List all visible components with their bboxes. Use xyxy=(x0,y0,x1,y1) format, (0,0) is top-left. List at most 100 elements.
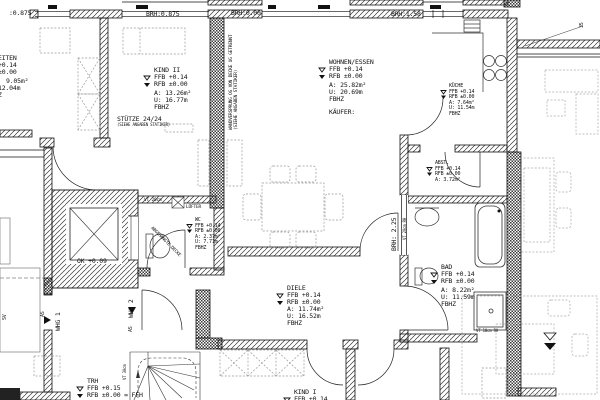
window-label-brh158: BRH:1.58 xyxy=(391,10,421,18)
room-heating: FBHZ xyxy=(329,95,344,103)
room-area: A: 2.37m² xyxy=(195,233,221,240)
room-ffb: FFB +0.14 xyxy=(287,291,321,299)
room-label-wc: WC FFB +0.14 RFB ±0.00 A: 2.37m² U: 7.71… xyxy=(186,217,221,251)
room-ffb: FFB +0.14 xyxy=(329,65,363,73)
room-heating: FBHZ xyxy=(449,110,461,117)
room-area: A: 3.72m² xyxy=(435,176,461,183)
rfb-row: RFB ±0.00 xyxy=(426,171,461,178)
ffb-marker-icon xyxy=(283,397,291,400)
room-name: ABST. xyxy=(435,160,450,166)
window-label-brh000: BRH:0.00 xyxy=(231,9,261,17)
ffb-marker-cell xyxy=(430,272,441,278)
ffb-marker-icon xyxy=(426,166,433,172)
room-name: TRH xyxy=(87,377,99,385)
room-ffb: +0.14 xyxy=(0,61,17,69)
room-perimeter: U: 16.77m xyxy=(154,96,188,104)
kitchen-counter xyxy=(432,19,484,92)
ffb-row: FFB +0.14 xyxy=(143,74,191,81)
ffb-marker-icon xyxy=(430,272,438,278)
room-label-kind2: KIND II FFB +0.14 RFB ±0.00 A: 13.26m² U… xyxy=(143,67,191,111)
room-area: A: 11.74m² xyxy=(287,305,325,313)
rfb-row: RFB ±0.00 xyxy=(143,81,191,88)
ffb-marker-icon xyxy=(276,293,284,299)
room-name: WOHNEN/ESSEN xyxy=(329,58,374,66)
room-ffb: FFB +0.14 xyxy=(441,270,475,278)
ffb-marker-cell xyxy=(186,223,195,229)
terrace-rfb-marker xyxy=(544,343,556,350)
room-name: BAD xyxy=(441,263,453,271)
room-ffb: FFB +0.14 xyxy=(435,165,461,172)
rfb-row: RFB ±0.00 xyxy=(318,73,374,80)
stair-core-corner xyxy=(0,388,20,400)
note-luefter: LÜFTER xyxy=(186,205,202,210)
room-heating: FBHZ xyxy=(441,300,456,308)
whg2-entry-marker xyxy=(128,307,136,314)
room-area: A: 13.26m² xyxy=(154,89,192,97)
terrace-furniture-dashed xyxy=(461,69,599,395)
bath-toilet xyxy=(414,267,439,286)
room-name: WC xyxy=(195,217,201,223)
room-area: A: 7.64m² xyxy=(449,99,475,106)
room-rfb: RFB ±0.00 xyxy=(441,277,475,285)
room-perimeter: U: 11.54m xyxy=(449,105,475,111)
terrace-ffb-marker xyxy=(543,332,557,341)
note-wandversprung: WANDVERSPRUNG OG VON DECKE UG GETRENNT (… xyxy=(229,35,239,130)
rfb-marker-icon xyxy=(77,393,83,398)
ffb-row: FFB +0.14 xyxy=(440,89,474,96)
whg1-entry-marker xyxy=(44,316,51,324)
ffb-row: FFB +0.14 xyxy=(276,292,324,299)
elevator xyxy=(51,189,139,289)
note-stuetze: STÜTZE 24/24 (SIEHE ANGABEN STATIKER) xyxy=(117,116,170,128)
note-stuetze-sub: (SIEHE ANGABEN STATIKER) xyxy=(117,122,170,127)
ffb-row: FFB +0.14 xyxy=(318,66,374,73)
room-name: KIND I xyxy=(294,388,317,396)
rfb-marker-icon xyxy=(427,172,432,177)
note-whg2: WHG 2 xyxy=(127,299,135,318)
room-rfb: RFB ±0.00 xyxy=(435,171,461,177)
rfb-row: RFB ±0.00 = FFH xyxy=(76,392,143,399)
room-label-kind1: KIND I FFB +0.14 xyxy=(283,388,328,400)
rfb-row: RFB ±0.00 xyxy=(186,228,221,235)
doors xyxy=(52,97,481,386)
window-label-left: :0.875 xyxy=(9,9,32,17)
rfb-marker-cell xyxy=(426,172,435,177)
room-area: A: 8.22m² xyxy=(441,286,475,294)
note-sv: SV xyxy=(2,314,8,320)
rfb-marker-cell xyxy=(440,95,449,100)
rfb-marker-cell xyxy=(186,229,195,234)
room-rfb: RFB ±0.00 xyxy=(195,228,221,234)
rfb-marker-cell xyxy=(76,393,87,399)
room-heating: Z xyxy=(0,92,28,99)
room-rfb: ±0.00 xyxy=(0,68,17,76)
rfb-row: RFB ±0.00 xyxy=(276,299,324,306)
note-as-2: AS xyxy=(128,326,134,332)
walls-concrete xyxy=(43,0,522,397)
room-perimeter: 12.04m xyxy=(0,84,21,92)
note-vt10rh: VT 10cm RH xyxy=(476,328,499,333)
rfb-row: RFB ±0.00 xyxy=(440,94,474,101)
room-name: KIND II xyxy=(154,66,180,74)
wc-toilet xyxy=(145,233,171,259)
note-stuetze-title: STÜTZE 24/24 xyxy=(117,115,162,123)
ffb-marker-icon xyxy=(143,75,151,81)
vent-box xyxy=(171,196,185,209)
ffb-marker-cell xyxy=(276,293,287,299)
room-perimeter: U: 7.71m xyxy=(195,239,218,245)
ffb-marker-cell xyxy=(440,89,449,95)
rfb-marker-icon xyxy=(319,74,325,79)
room-label-bad: BAD FFB +0.14 RFB ±0.00 A: 8.22m² U: 11.… xyxy=(430,263,475,308)
cooktop xyxy=(483,55,507,81)
room-area: A: 25.82m² xyxy=(329,81,367,89)
stairs xyxy=(129,351,201,400)
room-heating: FBHZ xyxy=(154,103,169,111)
rfb-marker-cell xyxy=(318,74,329,80)
ffb-row: FFB +0.14 xyxy=(430,270,475,278)
ffb-row: FFB +0.15 xyxy=(76,385,143,392)
windows-linework xyxy=(0,1,600,158)
ffb-row: FFB +0.14 xyxy=(186,223,220,230)
rfb-marker-icon xyxy=(441,95,446,100)
ffb-marker-cell xyxy=(143,75,154,81)
ffb-marker-cell xyxy=(318,67,329,73)
